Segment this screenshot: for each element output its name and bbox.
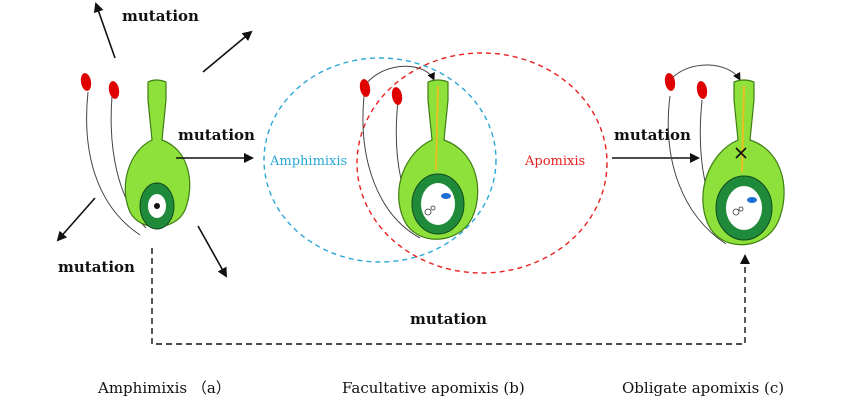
pollen-tube-b-top <box>365 65 435 85</box>
apomictic-cell-b <box>441 193 451 199</box>
pollen-grain-c1 <box>664 73 676 91</box>
pistil-a <box>80 73 191 236</box>
style-line-b <box>435 85 439 171</box>
pollen-tube-a1 <box>86 91 141 236</box>
caption-c: Obligate apomixis (c) <box>622 379 784 397</box>
style-line-c <box>741 85 745 173</box>
pollen-grain-b2 <box>391 87 403 105</box>
label-mutation-right: mutation <box>614 126 691 144</box>
dashed-mutation-path <box>151 248 750 345</box>
pollen-grain-a2 <box>108 81 120 99</box>
label-mutation-mid: mutation <box>178 126 255 144</box>
synergid-b <box>430 205 436 211</box>
embryo-sac-c <box>726 186 762 230</box>
label-apomixis-circle: Apomixis <box>524 154 585 169</box>
pistil-body-a <box>124 79 191 228</box>
egg-cell-c <box>732 208 740 216</box>
arrow-down-right <box>197 225 227 278</box>
embryo-sac-b <box>421 183 455 225</box>
caption-a: Amphimixis （a） <box>97 379 231 397</box>
label-mutation-bottom: mutation <box>410 310 487 328</box>
egg-nucleus-a <box>154 203 160 209</box>
pollen-grain-a1 <box>80 73 92 91</box>
label-mutation-left: mutation <box>58 258 135 276</box>
caption-b: Facultative apomixis (b) <box>342 379 525 397</box>
pistil-c <box>664 64 785 246</box>
pollen-tube-c1 <box>667 95 727 245</box>
arrow-up-left <box>93 2 116 59</box>
synergid-c <box>738 206 744 212</box>
egg-cell-b <box>424 208 432 216</box>
pollen-grain-b1 <box>359 79 371 97</box>
blocked-mark-c <box>735 147 747 159</box>
apomictic-cell-c <box>747 197 757 203</box>
pistil-b <box>359 65 479 240</box>
pollen-grain-c2 <box>696 81 708 99</box>
pollen-tube-b1 <box>362 95 421 239</box>
apomixis-circle <box>356 52 608 274</box>
pollen-tube-c-top <box>669 64 741 81</box>
label-amphimixis-circle: Amphimixis <box>269 154 347 169</box>
arrow-up-right <box>202 30 253 73</box>
amphimixis-circle <box>263 57 497 263</box>
arrow-down-left <box>56 197 96 242</box>
label-mutation-top: mutation <box>122 7 199 25</box>
